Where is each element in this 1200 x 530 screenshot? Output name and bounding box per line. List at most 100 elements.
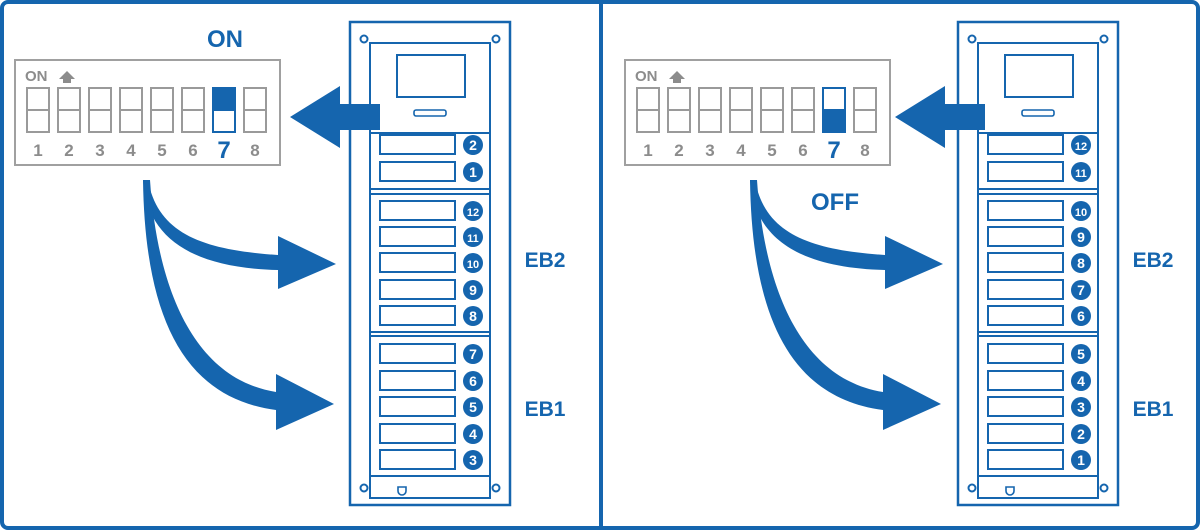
- call-button-number: 4: [1077, 373, 1085, 389]
- dip-switch-7: [212, 87, 236, 133]
- dip-on-label: ON: [635, 68, 658, 85]
- eb1-label-off: EB1: [1133, 398, 1174, 421]
- call-button-3[interactable]: 3: [379, 449, 483, 470]
- call-button-number: 5: [469, 399, 477, 415]
- call-button-8[interactable]: 8: [379, 305, 483, 326]
- up-arrow-icon: [669, 71, 685, 83]
- door-panel-on: 2 1 12 11 10 9 8 7 6 5 4 3: [348, 20, 512, 507]
- call-button-number: 3: [1077, 399, 1085, 415]
- dip-number-6: 6: [188, 141, 197, 160]
- dip-switch-1: [26, 87, 50, 133]
- dip-number-4: 4: [736, 141, 746, 160]
- eb2-label-on: EB2: [525, 249, 566, 272]
- dip-number-7: 7: [217, 137, 230, 164]
- dip-switch-2: [57, 87, 81, 133]
- call-button-1[interactable]: 1: [379, 161, 483, 182]
- call-button-number: 10: [1075, 207, 1087, 219]
- dip-number-5: 5: [157, 141, 166, 160]
- dip-switch-6: [181, 87, 205, 133]
- dip-switch-8: [243, 87, 267, 133]
- dip-number-7: 7: [827, 137, 840, 164]
- call-button-10[interactable]: 10: [987, 200, 1091, 221]
- call-button-10[interactable]: 10: [379, 252, 483, 273]
- eb2-label-off: EB2: [1133, 249, 1174, 272]
- curved-arrow-eb1-icon: [143, 180, 334, 430]
- dip-number-2: 2: [674, 141, 683, 160]
- speaker-slot: [1021, 109, 1055, 117]
- call-button-8[interactable]: 8: [987, 252, 1091, 273]
- call-button-2[interactable]: 2: [379, 134, 483, 155]
- call-button-number: 8: [469, 308, 477, 324]
- call-button-7[interactable]: 7: [987, 279, 1091, 300]
- dip-switch-4: [119, 87, 143, 133]
- call-button-11[interactable]: 11: [379, 226, 483, 247]
- dip-on-label: ON: [25, 68, 48, 85]
- call-button-11[interactable]: 11: [987, 161, 1091, 182]
- door-panel-off: 12 11 10 9 8 7 6 5 4 3 2 1: [956, 20, 1120, 507]
- call-button-5[interactable]: 5: [987, 343, 1091, 364]
- call-button-number: 1: [469, 164, 477, 180]
- dip-number-2: 2: [64, 141, 73, 160]
- call-button-6[interactable]: 6: [379, 370, 483, 391]
- dip-switch-8: [853, 87, 877, 133]
- dip-number-1: 1: [33, 141, 42, 160]
- dip-number-8: 8: [860, 141, 869, 160]
- call-button-number: 1: [1077, 452, 1085, 468]
- curved-arrow-eb2-icon: [143, 180, 336, 289]
- call-button-number: 12: [467, 207, 479, 219]
- state-label-off: OFF: [811, 189, 859, 216]
- call-button-1[interactable]: 1: [987, 449, 1091, 470]
- pointer-arrow-icon: [895, 86, 985, 148]
- call-button-number: 9: [469, 282, 477, 298]
- dip-number-1: 1: [643, 141, 652, 160]
- call-button-6[interactable]: 6: [987, 305, 1091, 326]
- dip-switch-3: [698, 87, 722, 133]
- dip-number-5: 5: [767, 141, 776, 160]
- call-button-number: 9: [1077, 229, 1085, 245]
- call-button-number: 3: [469, 452, 477, 468]
- dip-number-3: 3: [705, 141, 714, 160]
- call-button-12[interactable]: 12: [987, 134, 1091, 155]
- state-label-on: ON: [207, 26, 243, 53]
- call-button-number: 10: [467, 259, 479, 271]
- call-button-9[interactable]: 9: [987, 226, 1091, 247]
- call-button-number: 2: [1077, 426, 1085, 442]
- dip-number-3: 3: [95, 141, 104, 160]
- dip-switch-2: [667, 87, 691, 133]
- dip-switch-4: [729, 87, 753, 133]
- call-button-3[interactable]: 3: [987, 396, 1091, 417]
- call-button-number: 12: [1075, 141, 1087, 153]
- dip-number-4: 4: [126, 141, 136, 160]
- call-button-number: 6: [1077, 308, 1085, 324]
- speaker-slot: [413, 109, 447, 117]
- dip-switch-5: [760, 87, 784, 133]
- camera-screen: [396, 54, 466, 98]
- call-button-2[interactable]: 2: [987, 423, 1091, 444]
- call-button-4[interactable]: 4: [379, 423, 483, 444]
- curved-arrow-eb2-icon: [750, 180, 943, 289]
- dip-switch-7: [822, 87, 846, 133]
- call-button-4[interactable]: 4: [987, 370, 1091, 391]
- call-button-number: 5: [1077, 346, 1085, 362]
- call-button-number: 4: [469, 426, 477, 442]
- call-button-5[interactable]: 5: [379, 396, 483, 417]
- call-button-number: 7: [1077, 282, 1085, 298]
- call-button-7[interactable]: 7: [379, 343, 483, 364]
- call-button-9[interactable]: 9: [379, 279, 483, 300]
- dip-switch-6: [791, 87, 815, 133]
- dip-number-8: 8: [250, 141, 259, 160]
- up-arrow-icon: [59, 71, 75, 83]
- dip-switch-3: [88, 87, 112, 133]
- eb1-label-on: EB1: [525, 398, 566, 421]
- call-button-number: 11: [467, 233, 479, 245]
- call-button-number: 11: [1075, 168, 1087, 180]
- call-button-12[interactable]: 12: [379, 200, 483, 221]
- dip-switch-5: [150, 87, 174, 133]
- camera-screen: [1004, 54, 1074, 98]
- call-button-number: 6: [469, 373, 477, 389]
- call-button-number: 7: [469, 346, 477, 362]
